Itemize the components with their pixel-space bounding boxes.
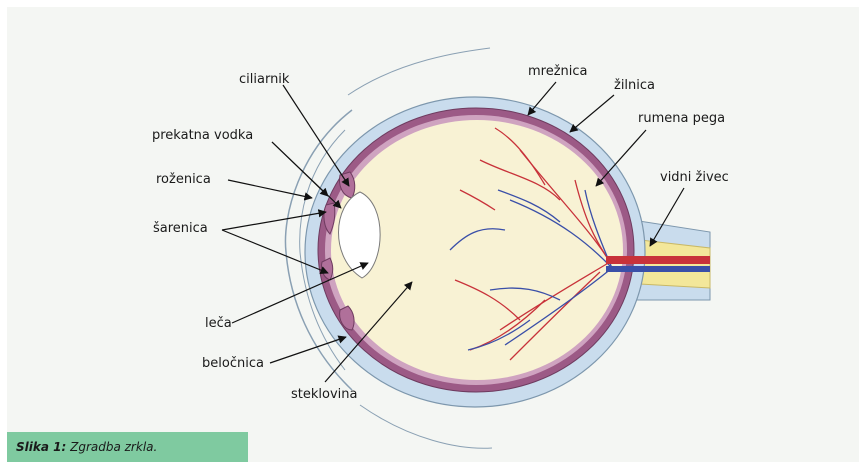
optic-vein xyxy=(606,266,710,272)
arrow-zilnica xyxy=(570,95,614,132)
optic-artery xyxy=(606,256,710,264)
label-rumena-pega: rumena pega xyxy=(638,111,725,127)
label-prekatna-vodka: prekatna vodka xyxy=(152,128,253,144)
figure-caption: Slika 1: Zgradba zrkla. xyxy=(7,432,248,462)
label-vidni-zivec: vidni živec xyxy=(660,170,729,186)
outer-lid-line-lower xyxy=(360,405,492,448)
caption-number: Slika 1: xyxy=(16,440,66,454)
label-zilnica: žilnica xyxy=(614,78,655,94)
label-beloznica: beločnica xyxy=(202,356,264,372)
label-rozenica: roženica xyxy=(156,172,211,188)
label-leca: leča xyxy=(205,316,232,332)
outer-lid-line xyxy=(348,48,490,95)
arrow-beloznica xyxy=(270,337,346,363)
label-sarenica: šarenica xyxy=(153,221,208,237)
label-ciliarnik: ciliarnik xyxy=(239,72,289,88)
label-mreznica: mrežnica xyxy=(528,64,588,80)
label-steklovina: steklovina xyxy=(291,387,357,403)
caption-text: Zgradba zrkla. xyxy=(70,440,157,454)
arrow-rozenica xyxy=(228,180,312,198)
